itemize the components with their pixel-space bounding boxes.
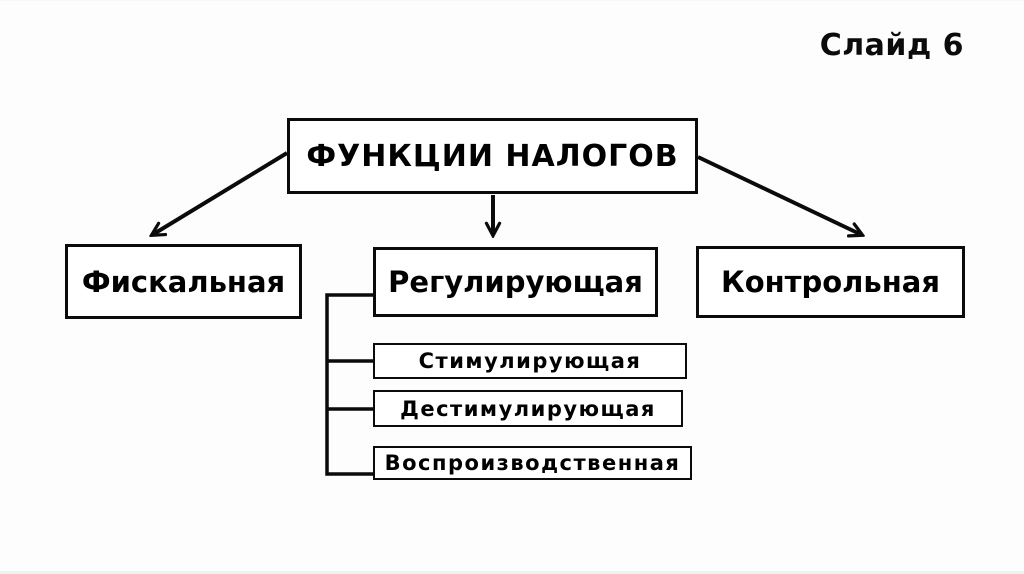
node-reproduction-label: Воспроизводственная — [384, 451, 681, 475]
node-regulating-label: Регулирующая — [388, 265, 643, 299]
slide-bottom-edge — [0, 571, 1024, 574]
node-regulating: Регулирующая — [373, 247, 658, 317]
node-destimulating-label: Дестимулирующая — [400, 396, 656, 421]
node-destimulating: Дестимулирующая — [373, 390, 683, 427]
node-fiscal-label: Фискальная — [81, 264, 286, 299]
node-stimulating-label: Стимулирующая — [418, 349, 642, 373]
node-control-label: Контрольная — [721, 265, 940, 299]
slide-number-label: Слайд 6 — [819, 28, 964, 63]
arrow-root-to-control — [697, 155, 862, 235]
node-reproduction: Воспроизводственная — [373, 446, 692, 480]
node-functions-root-label: ФУНКЦИИ НАЛОГОВ — [306, 138, 679, 174]
node-functions-root: ФУНКЦИИ НАЛОГОВ — [287, 118, 698, 194]
bracket-regulating-subfunctions — [325, 293, 373, 476]
node-stimulating: Стимулирующая — [373, 343, 687, 379]
node-control: Контрольная — [696, 246, 965, 318]
arrow-root-to-fiscal — [152, 151, 289, 235]
node-fiscal: Фискальная — [65, 244, 302, 319]
